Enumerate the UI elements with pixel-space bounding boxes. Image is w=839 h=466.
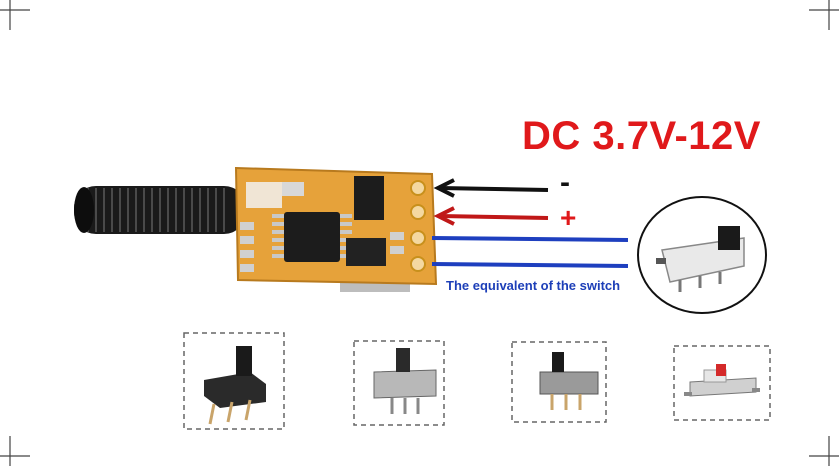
switch-wire-no bbox=[431, 262, 629, 268]
slide-switch-2 bbox=[353, 340, 445, 426]
slide-switch-4 bbox=[673, 345, 771, 421]
coiled-antenna bbox=[74, 186, 246, 234]
positive-wire bbox=[439, 214, 549, 220]
switch-equivalent-caption: The equivalent of the switch bbox=[446, 278, 621, 293]
negative-wire bbox=[439, 186, 549, 192]
wires bbox=[431, 178, 629, 268]
positive-terminal-label: + bbox=[560, 202, 577, 233]
rf-receiver-module bbox=[234, 166, 438, 292]
slide-switch-3 bbox=[511, 341, 607, 423]
negative-terminal-label: - bbox=[560, 166, 570, 199]
voltage-range-label: DC 3.7V-12V bbox=[522, 114, 761, 158]
switch-wire-com bbox=[431, 236, 629, 242]
slide-switch-1 bbox=[183, 332, 285, 430]
slide-switch-callout bbox=[637, 196, 767, 314]
